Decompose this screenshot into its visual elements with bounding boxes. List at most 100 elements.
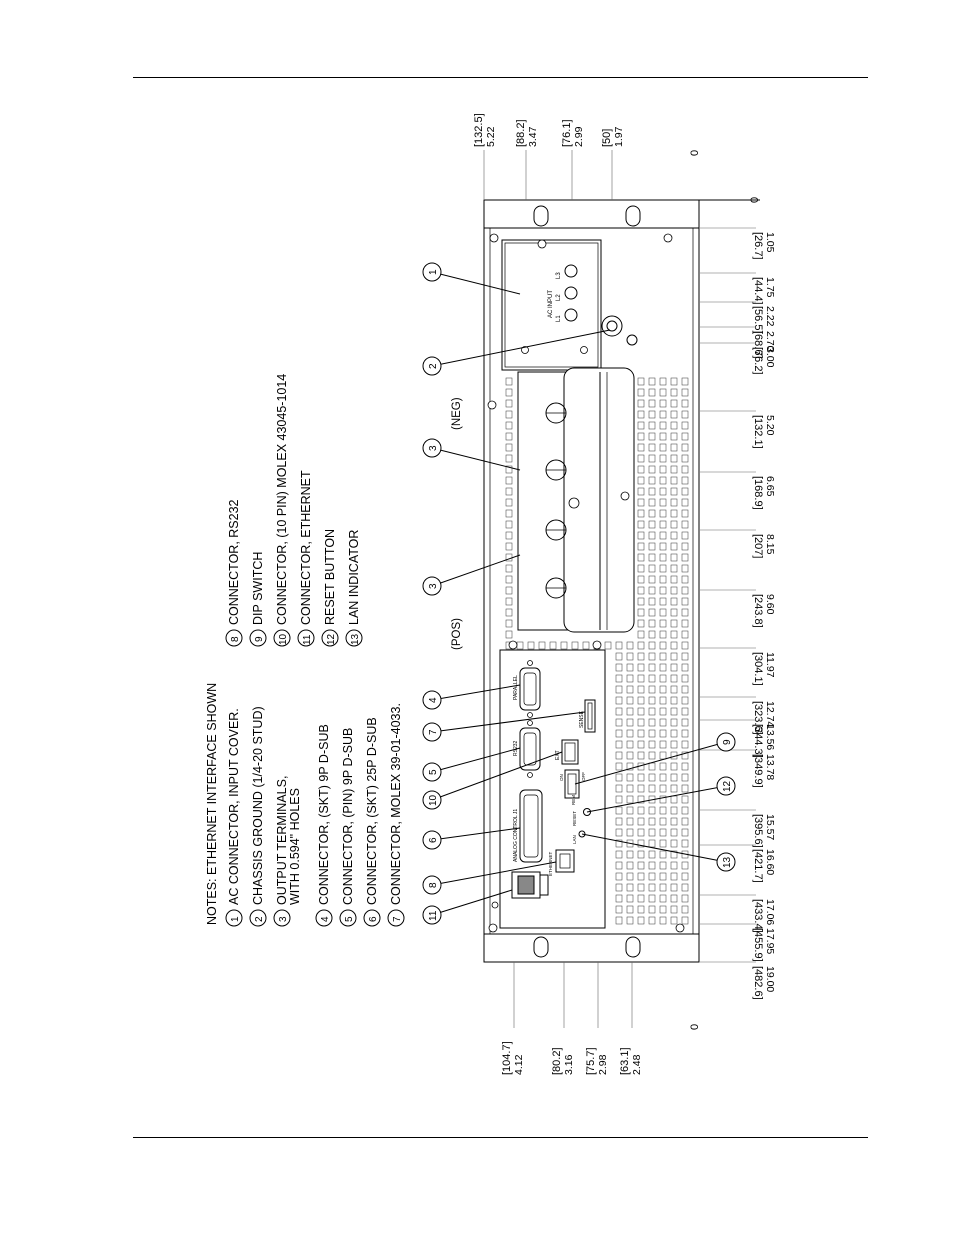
note-number-circle bbox=[225, 629, 243, 647]
callout-number: 1 bbox=[428, 269, 439, 275]
callout-number: 2 bbox=[428, 363, 439, 369]
vent-slot bbox=[670, 487, 678, 496]
dimension-mm: [68.6] bbox=[752, 331, 764, 359]
vent-slot bbox=[681, 619, 689, 628]
vent-slot bbox=[615, 795, 623, 804]
right-dimension: [421.7]16.60 bbox=[700, 844, 776, 883]
zero-right: 0 bbox=[749, 197, 761, 203]
vent-slot bbox=[637, 784, 645, 793]
vent-slot bbox=[505, 410, 513, 419]
l1-label: L1 bbox=[556, 315, 562, 322]
callout-bubble bbox=[422, 576, 442, 596]
vent-slot bbox=[637, 707, 645, 716]
callout-bubble bbox=[716, 776, 736, 796]
vent-slot bbox=[659, 454, 667, 463]
note-number: 9 bbox=[254, 636, 265, 642]
vent-slot bbox=[670, 520, 678, 529]
dimension-in: 6.65 bbox=[764, 476, 776, 497]
zero-bottom: 0 bbox=[689, 1024, 701, 1030]
zero-top: 0 bbox=[689, 150, 701, 156]
vent-slot bbox=[626, 916, 634, 925]
vent-slot bbox=[670, 399, 678, 408]
vent-slot bbox=[637, 828, 645, 837]
vent-slot bbox=[681, 432, 689, 441]
vent-slot bbox=[659, 806, 667, 815]
vent-slot bbox=[670, 663, 678, 672]
vent-slot bbox=[659, 388, 667, 397]
note-number: 4 bbox=[320, 916, 331, 922]
callout-1: 1 bbox=[422, 262, 521, 295]
dimension-in: 3.47 bbox=[527, 126, 539, 147]
vent-slot bbox=[681, 663, 689, 672]
vent-slot bbox=[670, 608, 678, 617]
callout-number: 12 bbox=[722, 780, 733, 792]
vent-slot bbox=[681, 553, 689, 562]
vent-slot bbox=[637, 696, 645, 705]
vent-slot bbox=[670, 817, 678, 826]
dimension-mm: [132.1] bbox=[752, 415, 764, 449]
vent-slot bbox=[637, 652, 645, 661]
callout-bubble bbox=[422, 790, 442, 810]
vent-slot bbox=[659, 586, 667, 595]
vent-slot bbox=[659, 685, 667, 694]
vent-slot bbox=[637, 740, 645, 749]
dimension-mm: [455.9] bbox=[752, 928, 764, 962]
dimension-in: 1.75 bbox=[764, 277, 776, 298]
vent-slot bbox=[670, 388, 678, 397]
vent-slot bbox=[626, 784, 634, 793]
vent-slot bbox=[681, 399, 689, 408]
vent-slot bbox=[670, 674, 678, 683]
vent-slot bbox=[670, 630, 678, 639]
vent-slot bbox=[659, 817, 667, 826]
rem-label: REM bbox=[571, 795, 576, 805]
right-dimension: [395.6]15.57 bbox=[700, 809, 776, 848]
sense-label: SENSE bbox=[579, 710, 585, 728]
vent-slot bbox=[659, 872, 667, 881]
vent-slot bbox=[659, 839, 667, 848]
vent-slot bbox=[659, 740, 667, 749]
vent-slot bbox=[659, 707, 667, 716]
dimension-in: 17.95 bbox=[764, 928, 776, 954]
callout-number: 4 bbox=[428, 697, 439, 703]
note-number: 6 bbox=[368, 916, 379, 922]
vent-slot bbox=[681, 509, 689, 518]
note-text: CONNECTOR, (SKT) 9P D-SUB bbox=[317, 724, 331, 905]
vent-slot bbox=[670, 652, 678, 661]
callout-12: 12 bbox=[586, 776, 736, 813]
vent-slot bbox=[637, 498, 645, 507]
vent-slot bbox=[626, 883, 634, 892]
right-dimension: [56.5]2.22 bbox=[700, 301, 776, 334]
vent-slot bbox=[637, 916, 645, 925]
vent-slot bbox=[670, 377, 678, 386]
output-terminals bbox=[487, 367, 635, 650]
vent-slot bbox=[626, 905, 634, 914]
vent-slot bbox=[681, 586, 689, 595]
vent-slot bbox=[681, 784, 689, 793]
vent-slot bbox=[670, 542, 678, 551]
leader-line bbox=[586, 785, 727, 813]
vent-slot bbox=[659, 575, 667, 584]
vent-slot bbox=[648, 377, 656, 386]
right-dimension: [455.9]17.95 bbox=[700, 923, 776, 962]
callout-bubble bbox=[422, 262, 442, 282]
right-dimension: [68.6]2.70 bbox=[700, 326, 776, 359]
leader-line bbox=[431, 329, 611, 367]
vent-slot bbox=[648, 839, 656, 848]
vent-slot bbox=[681, 718, 689, 727]
vent-slot bbox=[604, 641, 612, 650]
vent-slot bbox=[615, 894, 623, 903]
vent-slot bbox=[637, 839, 645, 848]
vent-slot bbox=[670, 564, 678, 573]
vent-slot bbox=[648, 773, 656, 782]
chassis-outline bbox=[483, 199, 700, 963]
dimension-mm: [323.6] bbox=[752, 701, 764, 735]
dimension-in: 8.15 bbox=[764, 534, 776, 555]
vent-slot bbox=[648, 916, 656, 925]
vent-slot bbox=[615, 916, 623, 925]
vent-slot bbox=[659, 718, 667, 727]
vent-slot bbox=[637, 553, 645, 562]
vent-slot bbox=[626, 850, 634, 859]
rs232-label: RS232 bbox=[513, 740, 519, 756]
vent-slot bbox=[659, 564, 667, 573]
